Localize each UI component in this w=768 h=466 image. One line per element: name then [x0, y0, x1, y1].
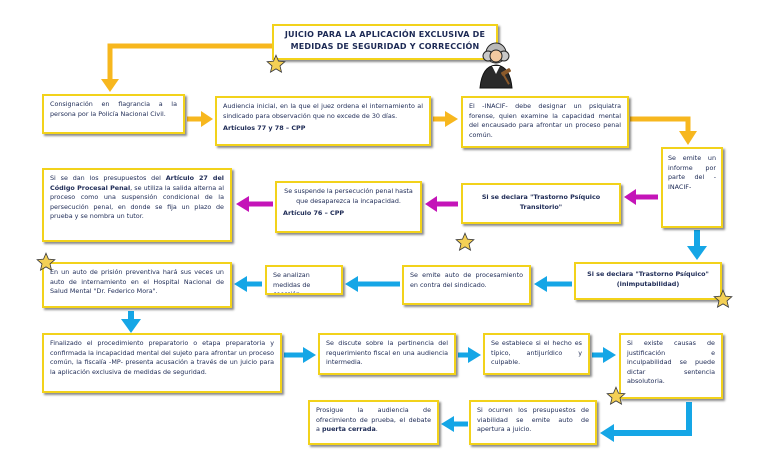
- arrow-coercion-to-prision-head: [234, 276, 247, 292]
- arrow-justificacion-to-viabilidad-head: [600, 424, 614, 442]
- inacif-text: El -INACIF- debe designar un psiquiatra …: [469, 102, 621, 139]
- box-justificacion: Si existe causas de justificación e incu…: [619, 333, 723, 399]
- consignacion-text: Consignación en flagrancia a la persona …: [50, 100, 177, 118]
- suspende-ref: Artículo 76 – CPP: [283, 209, 345, 218]
- ofrecimiento-bold: puerta cerrada: [321, 425, 376, 434]
- presupuestos-viabilidad-text: Si ocurren los presupuestos de viabilida…: [477, 406, 589, 434]
- arrow-viabilidad-to-ofrecimiento-head: [441, 416, 454, 432]
- prision-preventiva-text: En un auto de prisión preventiva hará su…: [50, 268, 224, 296]
- arrow-inacif-to-informe: [630, 116, 691, 132]
- ofrecimiento-text: Prosigue la audiencia de ofrecimiento de…: [316, 406, 431, 435]
- arrow-consignacion-to-audiencia-head: [201, 111, 213, 127]
- ofrecimiento-post: .: [375, 425, 378, 434]
- arrow-prision-to-procedimiento-head: [121, 319, 141, 333]
- articulo27-text: Si se dan los presupuestos del Artículo …: [50, 174, 224, 222]
- star-icon: [36, 252, 56, 272]
- title-line-1: JUICIO PARA LA APLICACIÓN EXCLUSIVA DE: [284, 30, 486, 39]
- arrow-audiencia-to-inacif-head: [445, 111, 458, 127]
- articulo27-pre: Si se dan los presupuestos del: [50, 174, 166, 182]
- judge-icon: [479, 42, 513, 89]
- arrow-title-to-consignacion-head: [101, 79, 119, 92]
- ofrecimiento-pre: Prosigue la audiencia de ofrecimiento de…: [316, 406, 431, 434]
- star-icon: [713, 289, 733, 309]
- arrow-tipico-to-justificacion-head: [603, 347, 616, 363]
- arrow-inimputabilidad-to-auto-head: [534, 276, 547, 292]
- arrow-transitorio-to-suspende-head: [425, 196, 437, 212]
- star-icon: [606, 386, 626, 406]
- box-articulo27: Si se dan los presupuestos del Artículo …: [42, 168, 232, 242]
- pertinencia-text: Se discute sobre la pertinencia del requ…: [326, 339, 448, 367]
- arrow-title-to-consignacion: [107, 43, 272, 80]
- star-icon: [266, 54, 286, 74]
- box-suspende: Se suspende la persecución penal hasta q…: [275, 181, 422, 233]
- box-prision-preventiva: En un auto de prisión preventiva hará su…: [42, 262, 232, 308]
- procedimiento-preparatorio-text: Finalizado el procedimiento preparatorio…: [50, 339, 274, 376]
- justificacion-text: Si existe causas de justificación e incu…: [627, 339, 715, 386]
- arrow-procedimiento-to-pertinencia-head: [303, 347, 316, 363]
- inimputabilidad-text: Si se declara "Trastorno Psíquico" (inim…: [587, 270, 709, 288]
- audiencia-inicial-text: Audiencia inicial, en la que el juez ord…: [223, 102, 423, 120]
- box-inimputabilidad: Si se declara "Trastorno Psíquico" (inim…: [574, 262, 722, 300]
- transitorio-text: Si se declara "Trastorno Psíquico Transi…: [481, 193, 601, 211]
- box-procedimiento-preparatorio: Finalizado el procedimiento preparatorio…: [42, 333, 282, 393]
- medidas-coercion-text: Se analizan medidas de coerción.: [273, 271, 311, 295]
- arrow-inacif-to-informe-head: [679, 131, 697, 145]
- box-ofrecimiento: Prosigue la audiencia de ofrecimiento de…: [308, 400, 439, 445]
- box-transitorio: Si se declara "Trastorno Psíquico Transi…: [461, 183, 621, 224]
- box-tipico: Se establece si el hecho es típico, anti…: [483, 333, 590, 375]
- emite-informe-text: Se emite un informe por parte del -INACI…: [668, 154, 716, 191]
- box-emite-informe: Se emite un informe por parte del -INACI…: [661, 147, 723, 228]
- suspende-text: Se suspende la persecución penal hasta q…: [284, 187, 413, 205]
- arrow-justificacion-to-viabilidad: [613, 402, 692, 436]
- auto-procesamiento-text: Se emite auto de procesamiento en contra…: [410, 271, 523, 289]
- arrow-suspende-to-articulo27-head: [236, 196, 249, 212]
- tipico-text: Se establece si el hecho es típico, anti…: [491, 339, 582, 367]
- arrow-auto-to-coercion-head: [345, 276, 358, 292]
- audiencia-inicial-ref: Artículos 77 y 78 – CPP: [223, 124, 306, 133]
- box-medidas-coercion: Se analizan medidas de coerción.: [265, 265, 343, 295]
- box-audiencia-inicial: Audiencia inicial, en la que el juez ord…: [215, 96, 431, 146]
- box-auto-procesamiento: Se emite auto de procesamiento en contra…: [402, 265, 531, 305]
- arrow-informe-to-inimputabilidad-head: [687, 246, 707, 260]
- box-inacif: El -INACIF- debe designar un psiquiatra …: [461, 96, 629, 148]
- box-pertinencia: Se discute sobre la pertinencia del requ…: [318, 333, 456, 375]
- star-icon: [455, 232, 475, 252]
- arrow-informe-to-transitorio-head: [624, 189, 636, 205]
- box-presupuestos-viabilidad: Si ocurren los presupuestos de viabilida…: [469, 400, 597, 445]
- title-line-2: MEDIDAS DE SEGURIDAD Y CORRECCIÓN: [290, 42, 480, 52]
- articulo27-bold: Artículo 27 del Código Procesal Penal: [50, 174, 224, 192]
- diagram-title: JUICIO PARA LA APLICACIÓN EXCLUSIVA DE M…: [272, 24, 498, 60]
- arrow-pertinencia-to-tipico-head: [468, 347, 481, 363]
- articulo27-post: , se utiliza la salida alterna al proces…: [50, 183, 224, 221]
- box-consignacion: Consignación en flagrancia a la persona …: [42, 94, 185, 134]
